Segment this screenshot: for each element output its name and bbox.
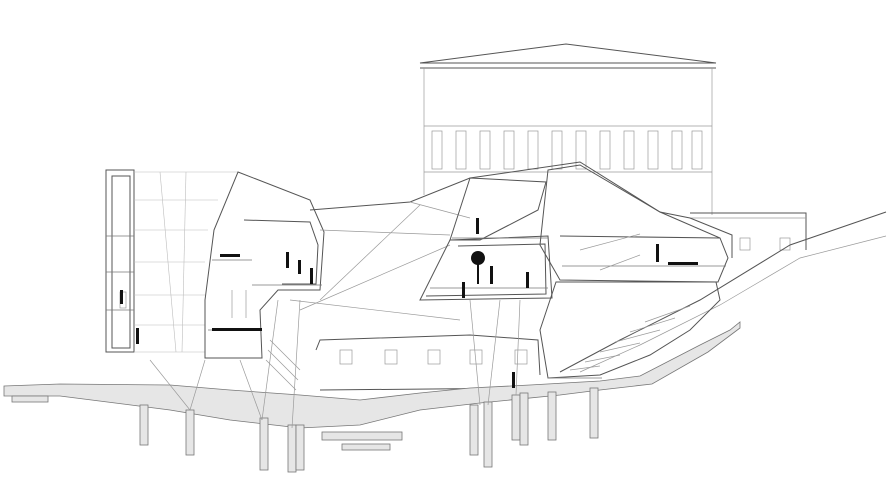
figure: [512, 372, 515, 388]
foundation-piles: [139, 387, 599, 473]
auditorium-seating: [569, 305, 691, 371]
figure: [136, 328, 139, 344]
central-roof-planes: [289, 161, 733, 321]
historic-windows: [431, 130, 703, 170]
left-tower: [105, 169, 238, 353]
human-figures: [120, 218, 698, 388]
figure: [286, 252, 289, 268]
tree-trunk: [477, 258, 479, 284]
structural-cables: [149, 299, 521, 429]
figure: [462, 282, 465, 298]
figure: [526, 272, 529, 288]
figure: [298, 260, 301, 274]
figure: [490, 266, 493, 284]
figure: [310, 268, 313, 284]
figure: [476, 218, 479, 234]
figure: [120, 290, 123, 304]
tower-glazing: [134, 171, 238, 353]
planter: [212, 328, 262, 331]
auditorium: [539, 281, 721, 379]
figure: [656, 244, 659, 262]
stair: [265, 339, 301, 391]
planter: [668, 262, 698, 265]
planter: [220, 254, 240, 257]
base-podium: [315, 334, 541, 391]
hillside-terrain: [559, 211, 887, 373]
central-pod: [419, 164, 729, 301]
